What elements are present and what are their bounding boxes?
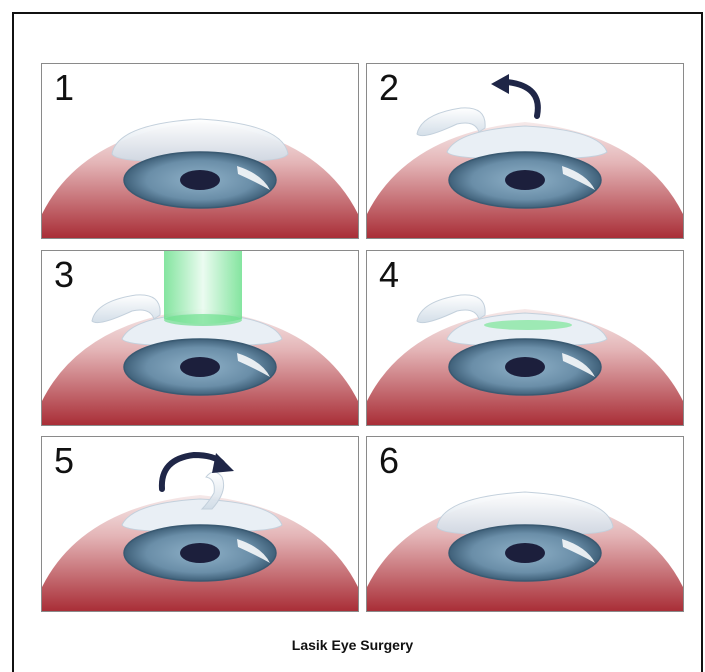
eye-illustration: [367, 251, 683, 425]
step-panel-1: 1: [41, 63, 359, 239]
step-panel-4: 4: [366, 250, 684, 426]
eye-illustration: [42, 251, 358, 425]
figure-caption: Lasik Eye Surgery: [0, 637, 705, 653]
eye-illustration: [367, 64, 683, 238]
eye-illustration: [367, 437, 683, 611]
step-panel-3: 3: [41, 250, 359, 426]
step-panel-2: 2: [366, 63, 684, 239]
step-panel-6: 6: [366, 436, 684, 612]
laser-beam: [164, 251, 242, 324]
step-panel-5: 5: [41, 436, 359, 612]
reshaped-area: [484, 320, 572, 330]
eye-illustration: [42, 64, 358, 238]
flap-open-arrow: [507, 82, 538, 116]
eye-illustration: [42, 437, 358, 611]
